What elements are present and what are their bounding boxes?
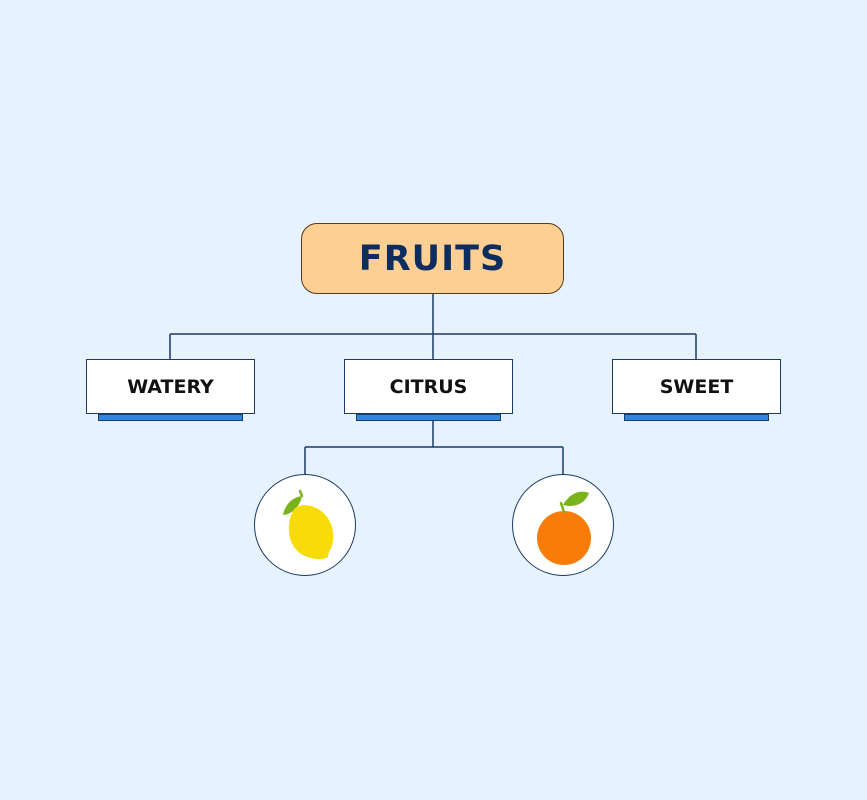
category-node-citrus: CITRUS	[344, 359, 513, 421]
category-underline	[356, 414, 501, 421]
root-node-fruits: FRUITS	[301, 223, 564, 294]
root-label: FRUITS	[358, 238, 507, 279]
category-box: CITRUS	[344, 359, 513, 414]
category-box: SWEET	[612, 359, 781, 414]
lemon-icon	[283, 489, 334, 560]
category-node-watery: WATERY	[86, 359, 255, 421]
leaf-node-lemon	[254, 474, 356, 576]
category-label-citrus: CITRUS	[389, 375, 468, 398]
category-box: WATERY	[86, 359, 255, 414]
category-underline	[98, 414, 243, 421]
category-label-sweet: SWEET	[659, 375, 734, 398]
category-node-sweet: SWEET	[612, 359, 781, 421]
category-underline	[624, 414, 769, 421]
category-label-watery: WATERY	[127, 375, 214, 398]
leaf-node-orange	[512, 474, 614, 576]
orange-icon	[537, 491, 591, 565]
